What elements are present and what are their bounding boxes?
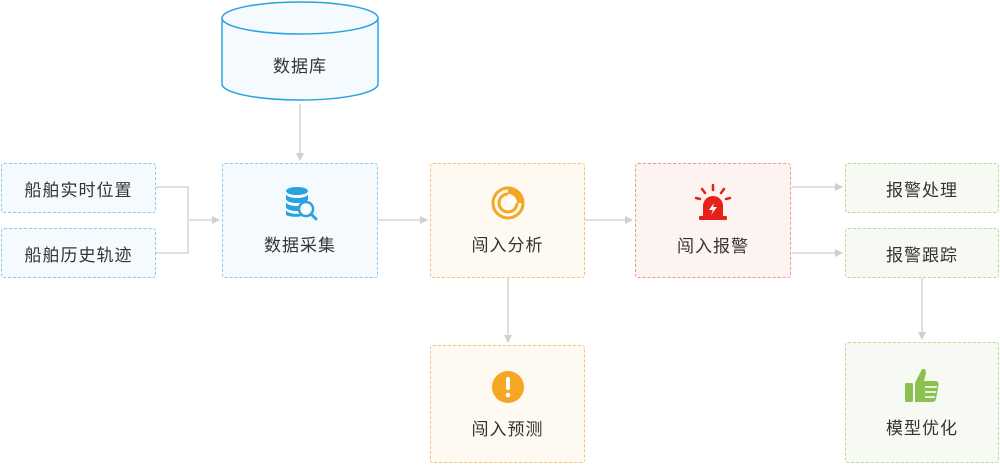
arrow-sources-to-collect <box>156 186 219 254</box>
source-realtime-position-label: 船舶实时位置 <box>24 180 133 201</box>
source-realtime-position[interactable]: 船舶实时位置 <box>1 163 156 213</box>
intrusion-prediction-node[interactable]: 闯入预测 <box>430 345 585 463</box>
alarm-handling-node[interactable]: 报警处理 <box>845 163 999 213</box>
model-optimization-node[interactable]: 模型优化 <box>845 342 999 463</box>
alarm-handling-label: 报警处理 <box>886 180 958 201</box>
intrusion-alarm-label: 闯入报警 <box>677 237 749 257</box>
intrusion-prediction-label: 闯入预测 <box>471 419 544 440</box>
pie-chart-icon <box>491 186 524 220</box>
intrusion-alarm-node[interactable]: 闯入报警 <box>635 163 791 278</box>
data-collection-label: 数据采集 <box>264 236 336 256</box>
exclamation-icon <box>491 370 524 403</box>
database-search-icon <box>286 187 318 221</box>
siren-icon <box>694 184 732 220</box>
data-collection-node[interactable]: 数据采集 <box>222 163 378 278</box>
source-history-track-label: 船舶历史轨迹 <box>24 245 133 266</box>
alarm-tracking-node[interactable]: 报警跟踪 <box>845 228 999 278</box>
source-history-track[interactable]: 船舶历史轨迹 <box>1 228 156 278</box>
intrusion-analysis-node[interactable]: 闯入分析 <box>430 163 585 278</box>
model-optimization-label: 模型优化 <box>886 419 958 439</box>
database-label: 数据库 <box>273 57 327 77</box>
thumbs-up-icon <box>905 368 939 402</box>
intrusion-analysis-label: 闯入分析 <box>471 236 544 256</box>
database-cylinder <box>221 1 379 101</box>
alarm-tracking-label: 报警跟踪 <box>886 245 958 266</box>
